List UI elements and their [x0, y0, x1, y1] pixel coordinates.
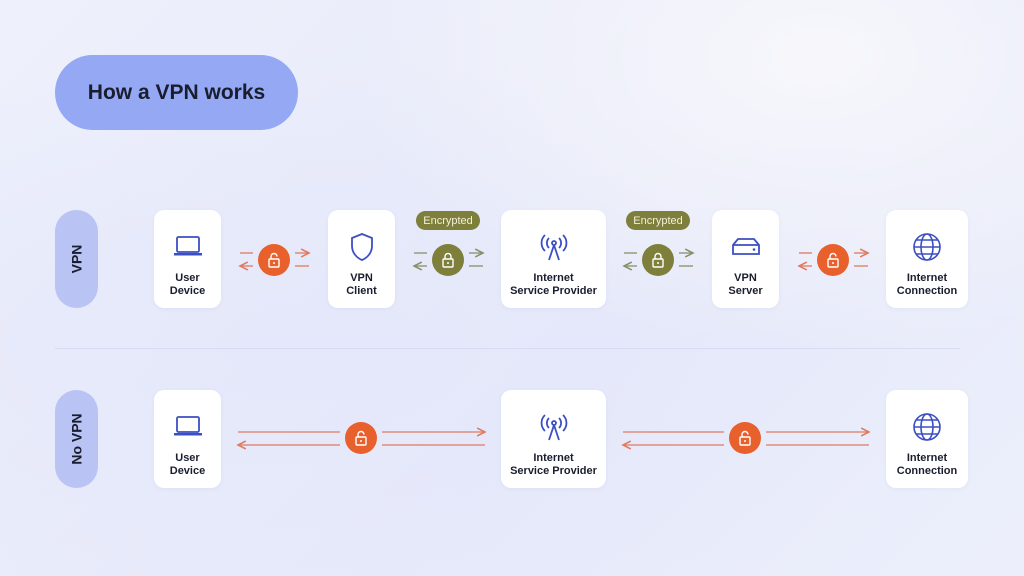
- node-label: User: [175, 272, 200, 284]
- antenna-icon: [540, 414, 567, 441]
- server-icon: [731, 238, 760, 255]
- laptop-icon: [173, 236, 202, 256]
- encrypted-badge: Encrypted: [626, 211, 690, 230]
- node-label: User: [175, 452, 200, 464]
- lock-icon: [642, 244, 674, 276]
- unlocked-icon: [345, 422, 377, 454]
- node-label: Service Provider: [510, 465, 597, 477]
- globe-icon: [913, 233, 941, 261]
- node-label: Internet: [906, 272, 948, 284]
- row-label-vpn: VPN: [55, 210, 98, 308]
- shield-icon: [350, 233, 373, 261]
- node-label: Device: [169, 285, 206, 297]
- node-label: VPN: [734, 272, 757, 284]
- antenna-icon: [540, 234, 567, 261]
- page-title: How a VPN works: [55, 55, 298, 130]
- divider: [55, 348, 960, 349]
- node-label: Service Provider: [510, 285, 597, 297]
- laptop-icon: [173, 416, 202, 436]
- node-label: VPN: [350, 272, 373, 284]
- node-label: Internet: [533, 452, 574, 464]
- node-label: Internet: [533, 272, 574, 284]
- lock-icon: [432, 244, 464, 276]
- node-label: Connection: [896, 285, 958, 297]
- node-label: Internet: [906, 452, 948, 464]
- unlocked-icon: [729, 422, 761, 454]
- node-label: Server: [728, 285, 763, 297]
- node-label: Device: [169, 465, 206, 477]
- globe-icon: [913, 413, 941, 441]
- unlocked-icon: [817, 244, 849, 276]
- unlocked-icon: [258, 244, 290, 276]
- node-label: Connection: [896, 465, 958, 477]
- node-label: Client: [346, 285, 377, 297]
- encrypted-badge: Encrypted: [416, 211, 480, 230]
- row-label-no-vpn: No VPN: [55, 390, 98, 488]
